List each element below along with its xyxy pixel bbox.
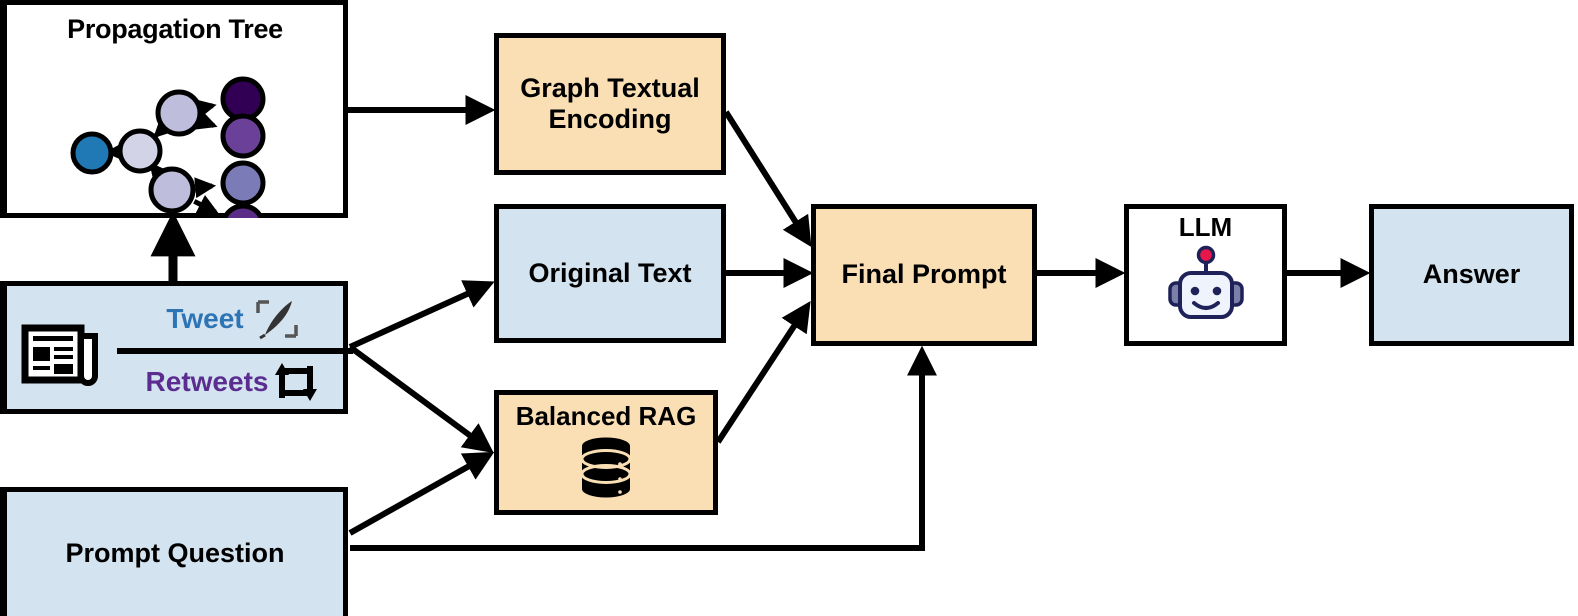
llm-label: LLM bbox=[1178, 212, 1233, 242]
newspaper-icon bbox=[21, 324, 98, 386]
tree-edge bbox=[193, 194, 219, 215]
tree-node bbox=[220, 76, 266, 122]
tree-edge bbox=[194, 177, 217, 199]
tree-node bbox=[220, 113, 266, 159]
tree-node bbox=[148, 166, 196, 214]
tree-node bbox=[70, 131, 114, 175]
graph-textual-encoding-box[interactable]: Graph Textual Encoding bbox=[494, 33, 726, 175]
source-divider bbox=[117, 348, 353, 354]
final-prompt-box[interactable]: Final Prompt bbox=[811, 204, 1037, 346]
propagation-tree-panel: Propagation Tree bbox=[0, 0, 348, 218]
edge-graph-encoding-to-final-prompt bbox=[723, 110, 812, 248]
answer-box[interactable]: Answer bbox=[1369, 204, 1574, 346]
retweet-arrows-icon bbox=[275, 363, 318, 401]
robot-icon bbox=[1167, 245, 1244, 319]
source-panel: Tweet Retweets bbox=[0, 281, 353, 414]
tree-node bbox=[221, 203, 265, 218]
edge-tweet-to-balanced-rag bbox=[348, 344, 494, 453]
database-icon bbox=[580, 437, 632, 498]
feather-pen-icon bbox=[255, 300, 298, 340]
tree-edge bbox=[153, 115, 176, 139]
tree-node bbox=[117, 128, 163, 174]
original-text-box[interactable]: Original Text bbox=[494, 204, 726, 343]
balanced-rag-box[interactable]: Balanced RAG bbox=[494, 390, 718, 515]
balanced-rag-label: Balanced RAG bbox=[515, 401, 697, 431]
propagation-tree-graph bbox=[70, 76, 266, 218]
retweets-row: Retweets bbox=[117, 354, 349, 410]
llm-box[interactable]: LLM bbox=[1124, 204, 1287, 346]
edge-tweet-to-original-text bbox=[348, 280, 495, 350]
tree-edge bbox=[193, 99, 217, 120]
edge-balanced-rag-to-final-prompt bbox=[715, 300, 811, 444]
tree-node bbox=[155, 89, 203, 137]
propagation-tree-title: Propagation Tree bbox=[67, 14, 283, 44]
tweet-row: Tweet bbox=[117, 292, 349, 346]
prompt-question-box[interactable]: Prompt Question bbox=[0, 487, 348, 616]
retweets-label: Retweets bbox=[145, 365, 269, 397]
tweet-label: Tweet bbox=[166, 302, 244, 334]
tree-edge bbox=[194, 109, 218, 130]
tree-node bbox=[220, 160, 266, 206]
edge-question-to-balanced-rag bbox=[348, 451, 495, 536]
